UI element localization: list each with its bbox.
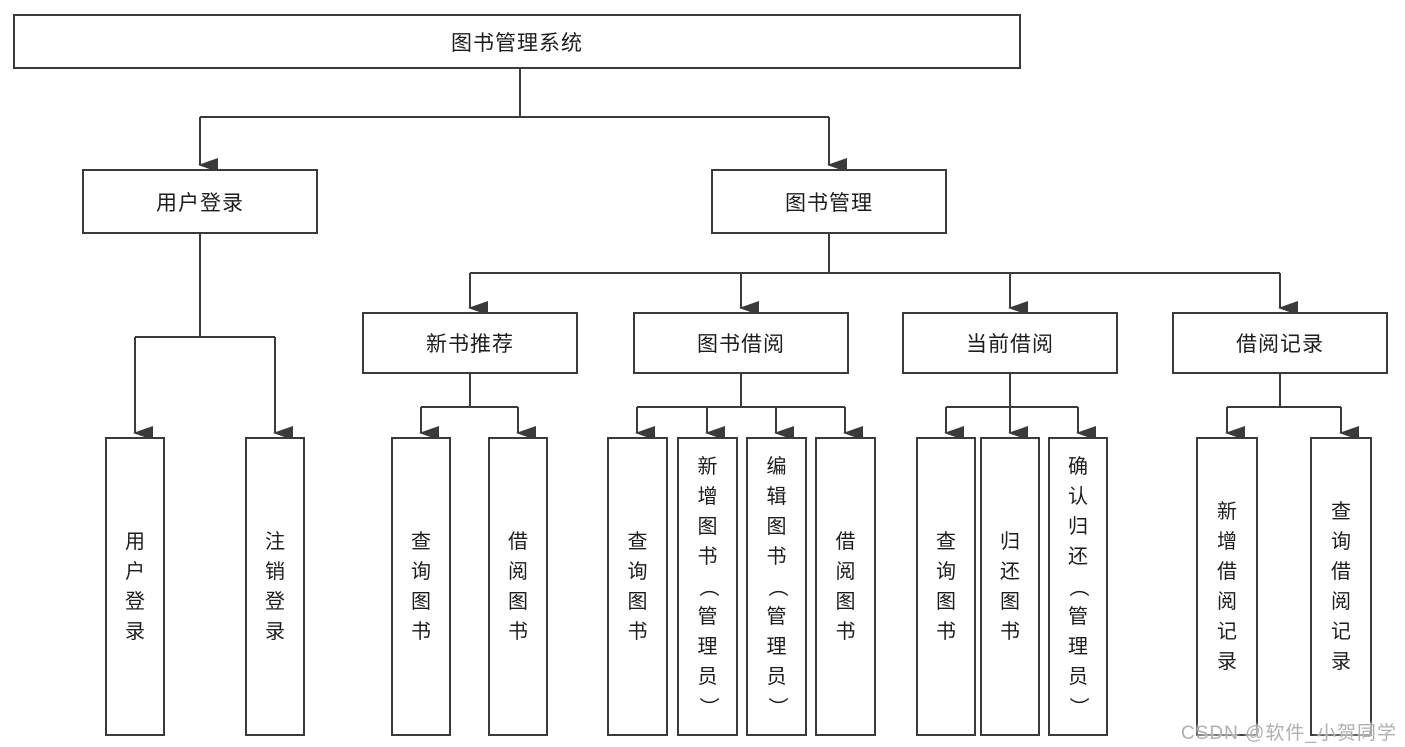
node-book-borrowing: 图书借阅 <box>633 312 849 374</box>
node-label: 图书管理系统 <box>451 31 583 55</box>
node-label: 用户登录 <box>156 191 244 215</box>
leaf-query-books: 查询图书 <box>916 437 976 736</box>
leaf-add-books-admin: 新增图书（管理员） <box>677 437 738 736</box>
leaf-return-books: 归还图书 <box>980 437 1040 736</box>
leaf-add-borrow-record: 新增借阅记录 <box>1196 437 1258 736</box>
node-label: 当前借阅 <box>966 333 1054 356</box>
node-label: 图书借阅 <box>697 333 785 356</box>
leaf-label: 借阅图书 <box>508 530 528 643</box>
node-label: 新书推荐 <box>426 333 514 356</box>
leaf-label: 注销登录 <box>265 530 285 643</box>
leaf-edit-books-admin: 编辑图书（管理员） <box>746 437 807 736</box>
leaf-label: 用户登录 <box>125 530 145 643</box>
leaf-confirm-return-admin: 确认归还（管理员） <box>1048 437 1108 736</box>
leaf-label: 查询图书 <box>411 530 431 643</box>
node-book-management: 图书管理 <box>711 169 947 234</box>
node-user-login: 用户登录 <box>82 169 318 234</box>
leaf-label: 确认归还（管理员） <box>1067 455 1089 717</box>
leaf-label: 归还图书 <box>1000 530 1020 643</box>
node-library-system: 图书管理系统 <box>13 14 1021 69</box>
leaf-label: 查询借阅记录 <box>1331 500 1351 673</box>
leaf-query-borrow-record: 查询借阅记录 <box>1310 437 1372 736</box>
leaf-query-books: 查询图书 <box>607 437 668 736</box>
leaf-label: 借阅图书 <box>835 530 856 643</box>
node-new-book-recommend: 新书推荐 <box>362 312 578 374</box>
leaf-query-books: 查询图书 <box>391 437 451 736</box>
node-current-borrowing: 当前借阅 <box>902 312 1118 374</box>
node-borrow-records: 借阅记录 <box>1172 312 1388 374</box>
leaf-label: 查询图书 <box>627 530 648 643</box>
leaf-user-login: 用户登录 <box>105 437 165 736</box>
node-label: 图书管理 <box>785 191 873 215</box>
leaf-borrow-books: 借阅图书 <box>488 437 548 736</box>
leaf-label: 查询图书 <box>936 530 956 643</box>
leaf-label: 新增借阅记录 <box>1217 500 1237 673</box>
node-label: 借阅记录 <box>1236 333 1324 356</box>
leaf-label: 新增图书（管理员） <box>696 455 719 717</box>
leaf-borrow-books: 借阅图书 <box>815 437 876 736</box>
leaf-logout: 注销登录 <box>245 437 305 736</box>
watermark: CSDN @软件_小贺同学 <box>1181 723 1397 744</box>
leaf-label: 编辑图书（管理员） <box>765 455 788 717</box>
